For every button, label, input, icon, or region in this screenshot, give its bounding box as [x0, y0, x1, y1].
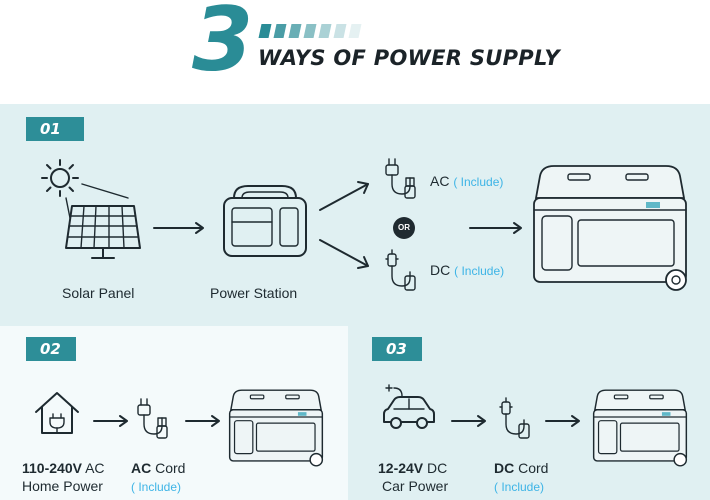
- section-badge: 01: [26, 117, 84, 141]
- or-badge: OR: [393, 217, 415, 239]
- big-number: 3: [192, 0, 253, 91]
- section-solar: 01 Solar Panel: [0, 104, 710, 326]
- sun-icon: [41, 159, 79, 197]
- dc-plug-icon: [385, 249, 416, 291]
- arrow-icon: [319, 181, 369, 211]
- ac-plug-icon: [385, 158, 416, 199]
- power-station-icon: [223, 185, 307, 257]
- solar-panel-label: Solar Panel: [62, 285, 135, 301]
- dc-option-label: DC ( Include): [430, 262, 505, 278]
- arrow-icon: [469, 222, 522, 234]
- arrow-icon: [319, 239, 369, 269]
- arrow-icon: [185, 415, 220, 427]
- ac-cord-label: AC Cord ( Include): [131, 460, 186, 494]
- sunlight-lines: [65, 183, 129, 219]
- power-station-label: Power Station: [210, 285, 298, 301]
- car-power-label: 12-24V DC Car Power: [378, 460, 449, 494]
- section-car: 03 12-24V DC Car Power DC Cord ( Include…: [348, 326, 710, 500]
- arrow-icon: [93, 415, 128, 427]
- arrow-icon: [545, 415, 580, 427]
- decorative-bars: [258, 24, 362, 38]
- fridge-icon: [533, 165, 687, 291]
- solar-panel-icon: [65, 205, 141, 259]
- arrow-icon: [451, 415, 486, 427]
- car-icon: [383, 384, 435, 429]
- home-power-label: 110-240V AC Home Power: [22, 460, 105, 494]
- section-badge: 02: [26, 337, 76, 361]
- section-home: 02 110-240V AC Home Power AC Cord ( Incl…: [0, 326, 348, 500]
- house-icon: [35, 392, 79, 434]
- ac-option-label: AC ( Include): [430, 173, 504, 189]
- dc-cord-label: DC Cord ( Include): [494, 460, 549, 494]
- fridge-icon: [592, 389, 688, 467]
- header: 3 WAYS OF POWER SUPPLY: [0, 0, 710, 104]
- page-title: WAYS OF POWER SUPPLY: [258, 46, 560, 70]
- section-badge: 03: [372, 337, 422, 361]
- arrow-icon: [153, 222, 204, 234]
- fridge-icon: [228, 389, 324, 467]
- dc-plug-icon: [499, 397, 530, 439]
- ac-plug-icon: [137, 398, 168, 439]
